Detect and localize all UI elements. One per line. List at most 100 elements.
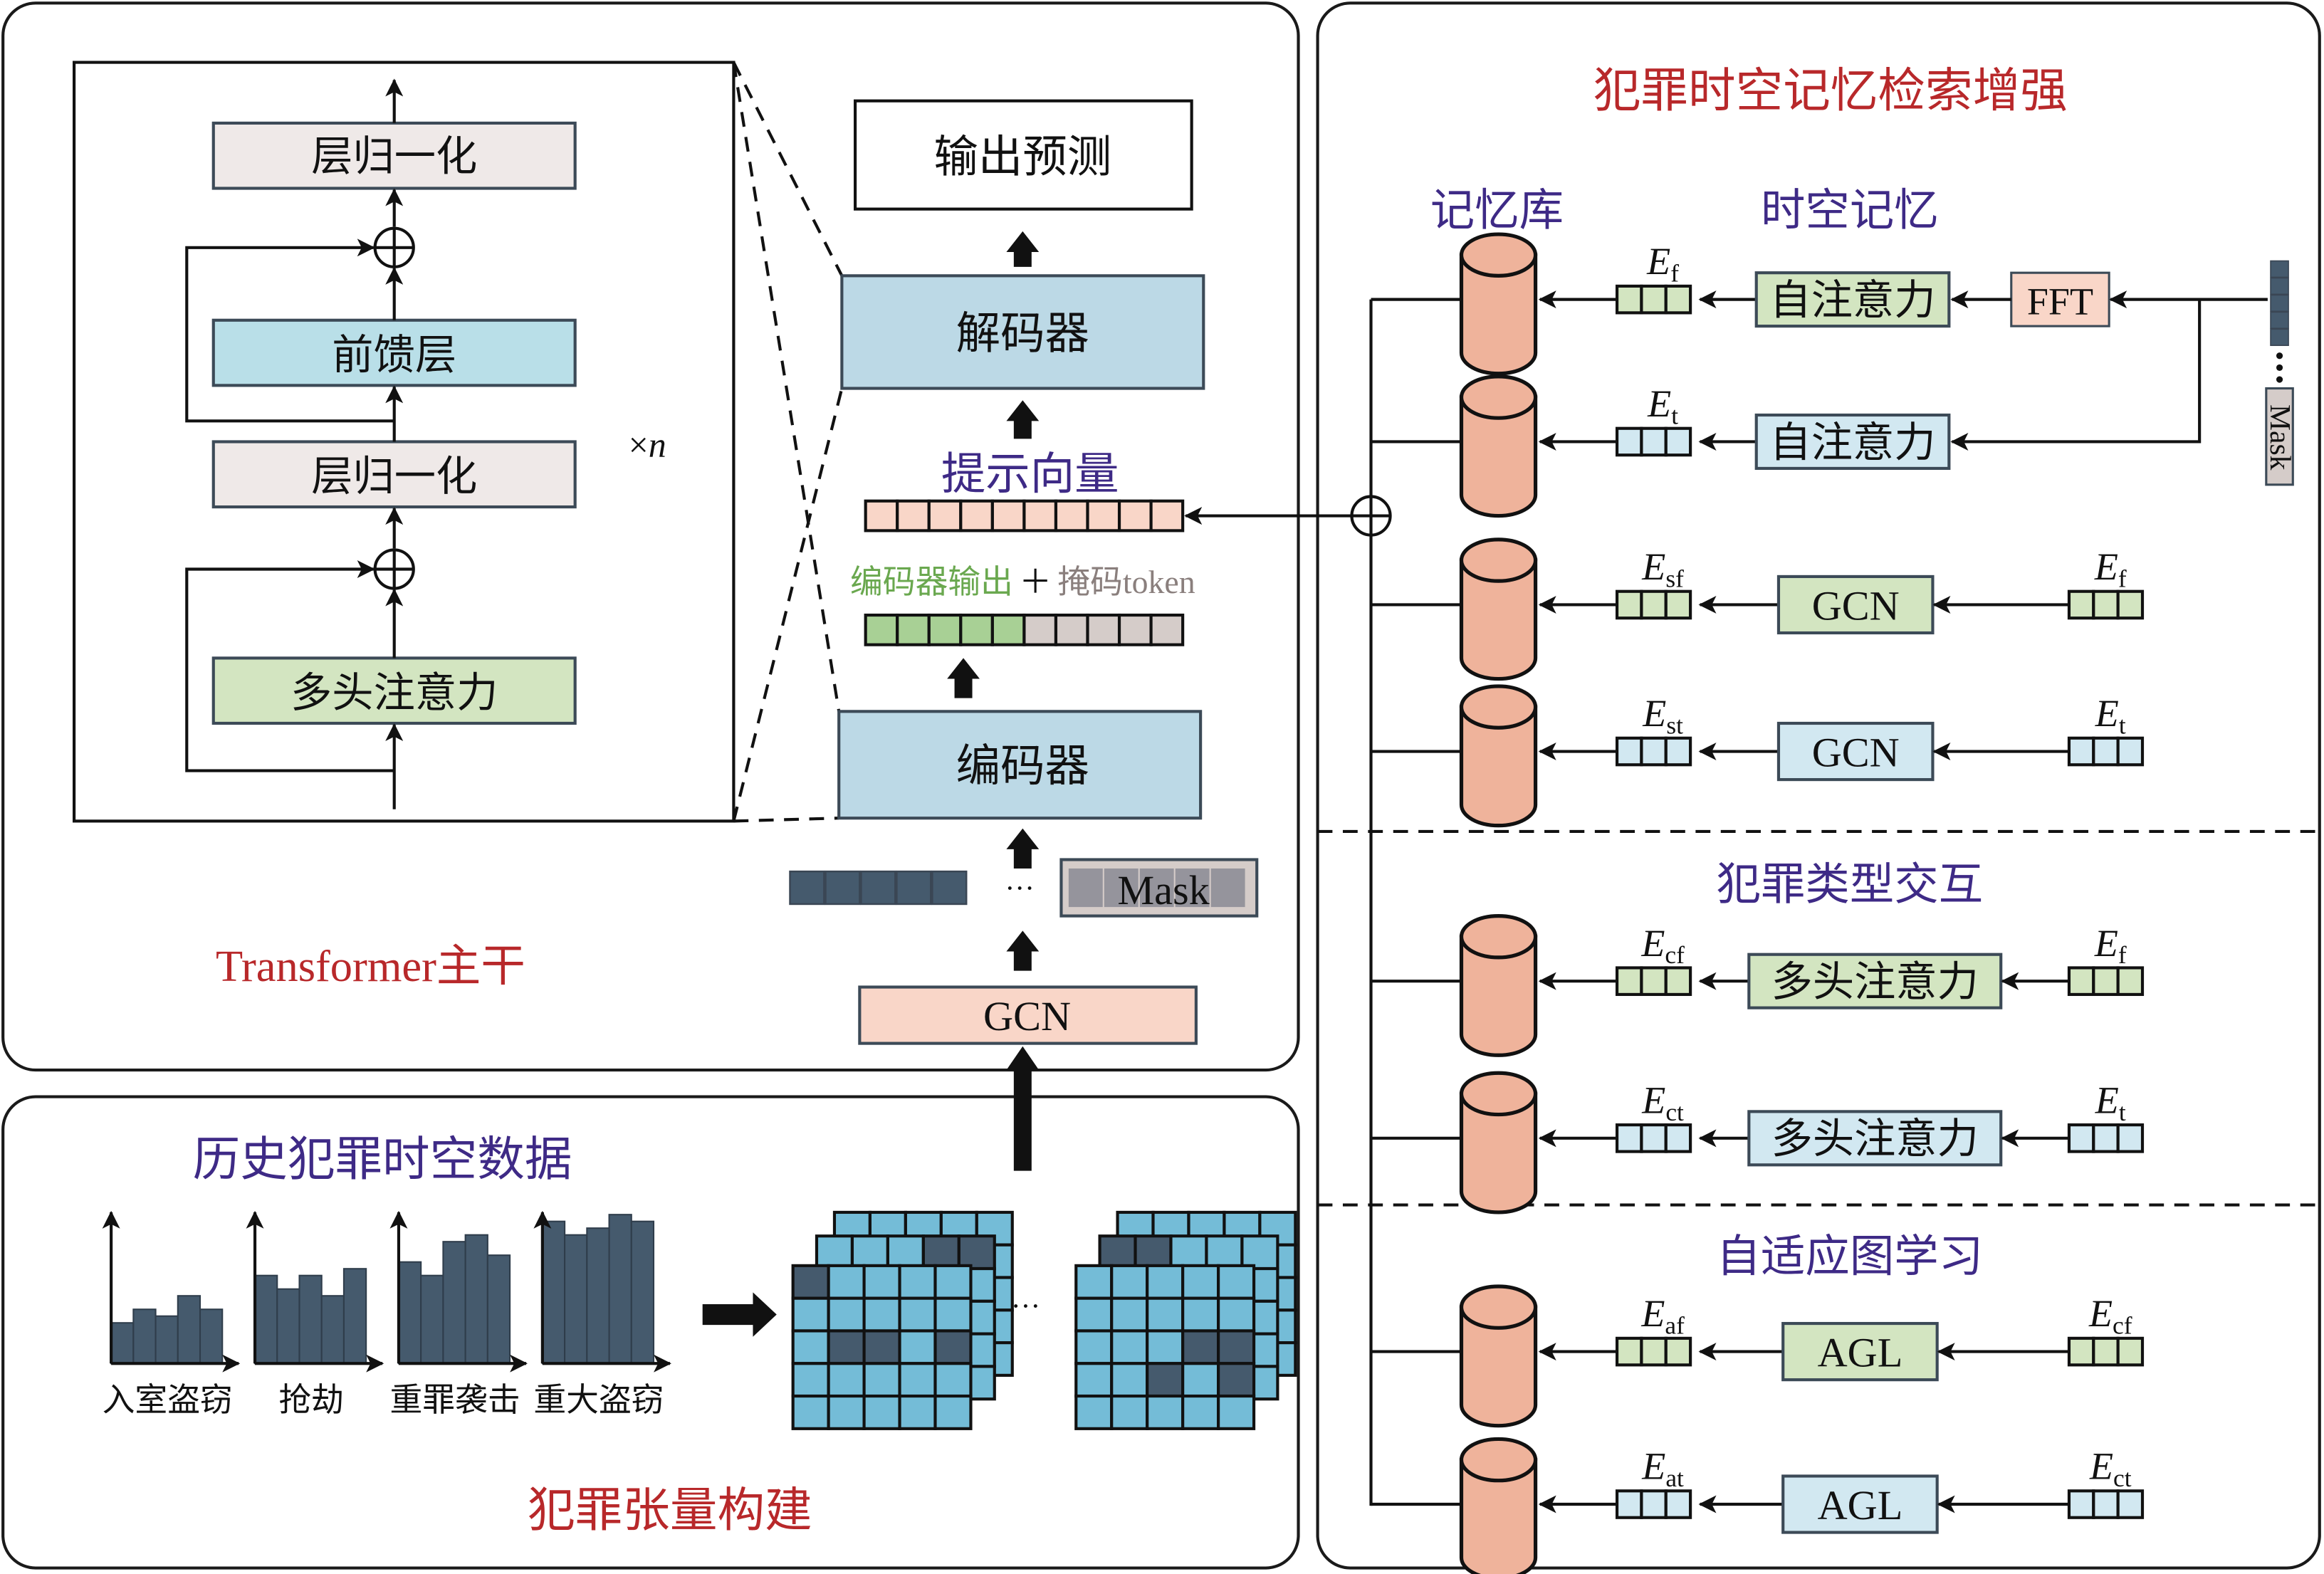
zoom-line-3 [732, 62, 841, 712]
tensor-cell [1181, 1362, 1220, 1398]
bar-chart: 重罪袭击 [389, 1210, 528, 1418]
module-label: AGL [1818, 1482, 1903, 1528]
tensor-cell [957, 1234, 996, 1271]
tensor-cell [1217, 1329, 1256, 1365]
input-embedding-cell [2116, 1336, 2145, 1367]
crime-category-label: 重大盗窃 [533, 1382, 664, 1418]
bar [486, 1254, 511, 1365]
stream-token-cell [2270, 328, 2289, 347]
fft-label: FFT [2027, 280, 2093, 322]
tensor-cell [886, 1234, 925, 1271]
encoder-output-cell [896, 613, 931, 646]
token-ellipsis: ··· [1005, 873, 1035, 906]
thick-arrow-prompt-to-decoder [1006, 400, 1040, 439]
memory-bank-cylinder-top [1459, 684, 1538, 730]
tensor-cell [1217, 1362, 1256, 1398]
prompt-vector-label: 提示向量 [941, 449, 1119, 499]
memory-panel [1316, 1, 2321, 1570]
memory-bank-cylinder-top [1459, 1437, 1538, 1483]
output-embedding-cell [1640, 1336, 1668, 1367]
tensor-cell [933, 1362, 973, 1398]
memory-bank-cylinder-top [1459, 914, 1538, 960]
gcn-label: GCN [983, 993, 1071, 1039]
bar [397, 1261, 422, 1365]
tensor-layer-front [1074, 1264, 1256, 1430]
output-embedding-cell [1664, 1489, 1692, 1519]
output-embedding-cell [1615, 966, 1643, 997]
input-embedding-cell [2067, 589, 2095, 620]
memory-bank-cylinder-top [1459, 1071, 1538, 1117]
tensor-cell [898, 1394, 937, 1430]
bar [442, 1241, 466, 1365]
tensor-cell [921, 1234, 961, 1271]
bar [132, 1308, 157, 1365]
stream-token-cell [2270, 277, 2289, 295]
input-embedding-cell [2067, 1123, 2095, 1153]
input-embedding-label: Ecf [2088, 1292, 2132, 1339]
tensor-cell [898, 1296, 937, 1333]
output-embedding-cell [1615, 1123, 1643, 1153]
output-prediction-label: 输出预测 [933, 132, 1111, 182]
output-embedding-cell [1640, 426, 1668, 457]
input-embedding-label: Ef [2094, 545, 2127, 592]
module-label: GCN [1812, 729, 1900, 775]
output-embedding-cell [1664, 736, 1692, 767]
tensor-cell [1074, 1394, 1114, 1430]
module-label: 自注意力 [1770, 277, 1936, 323]
transformer-block-detail: 层归一化 前馈层 层归一化 多头注意力 ×n [73, 61, 736, 823]
stream-mask-box [2265, 387, 2294, 486]
tensor-cell [1146, 1362, 1185, 1398]
encoder-output-vector [864, 613, 1185, 646]
module-label: AGL [1818, 1329, 1903, 1375]
tensor-cell [827, 1329, 866, 1365]
module-label: GCN [1812, 582, 1900, 629]
mask-label: Mask [1117, 867, 1210, 913]
stream-mask-label: Mask [2263, 404, 2296, 471]
module-label: 自注意力 [1770, 419, 1936, 466]
input-token-cell [789, 870, 825, 906]
input-embedding-cell [2092, 1123, 2120, 1153]
prompt-vector [864, 499, 1185, 532]
input-token-cell [860, 870, 896, 906]
bar [177, 1295, 201, 1365]
output-embedding-label: Ect [1641, 1079, 1684, 1126]
memory-bank-cylinder [1459, 1457, 1538, 1574]
tensor-cell [1110, 1329, 1149, 1365]
prompt-cell [1054, 499, 1089, 532]
input-embedding-cell [2116, 966, 2145, 997]
transformer-panel-title: Transformer主干 [216, 941, 525, 991]
output-embedding-cell [1664, 589, 1692, 620]
section-title-adaptive-graph: 自适应图学习 [1717, 1232, 1984, 1281]
input-stream-vertical [2270, 260, 2289, 347]
output-embedding-cell [1615, 1336, 1643, 1367]
tensor-cell [898, 1329, 937, 1365]
module-box [1754, 271, 1951, 328]
layernorm-mid-label: 层归一化 [311, 453, 477, 500]
tensor-cell [933, 1264, 973, 1300]
tensor-cell [862, 1394, 901, 1430]
input-embedding-cell [2067, 1489, 2095, 1519]
output-embedding-cell [1640, 966, 1668, 997]
input-embedding-label: Ef [2094, 922, 2127, 969]
prompt-cell [927, 499, 963, 532]
encoder-output-cell [864, 613, 899, 646]
bar-chart: 抢劫 [246, 1210, 384, 1418]
arrow-input-to-attention-t [1950, 299, 2202, 451]
output-embedding-cell [1664, 1123, 1692, 1153]
crime-tensor-last [1074, 1210, 1297, 1430]
prompt-cell [959, 499, 994, 532]
thick-arrow-decoder-to-output [1006, 231, 1040, 267]
output-embedding-cell [1664, 284, 1692, 315]
tensor-cell [1181, 1264, 1220, 1300]
output-embedding-label: Eaf [1640, 1292, 1685, 1339]
stream-token-cell [2270, 294, 2289, 313]
crime-category-label: 重罪袭击 [389, 1382, 520, 1418]
output-embedding-cell [1615, 589, 1643, 620]
mask-token-cell [1086, 613, 1121, 646]
tensor-cell [827, 1394, 866, 1430]
tensor-layer-front [791, 1264, 973, 1430]
